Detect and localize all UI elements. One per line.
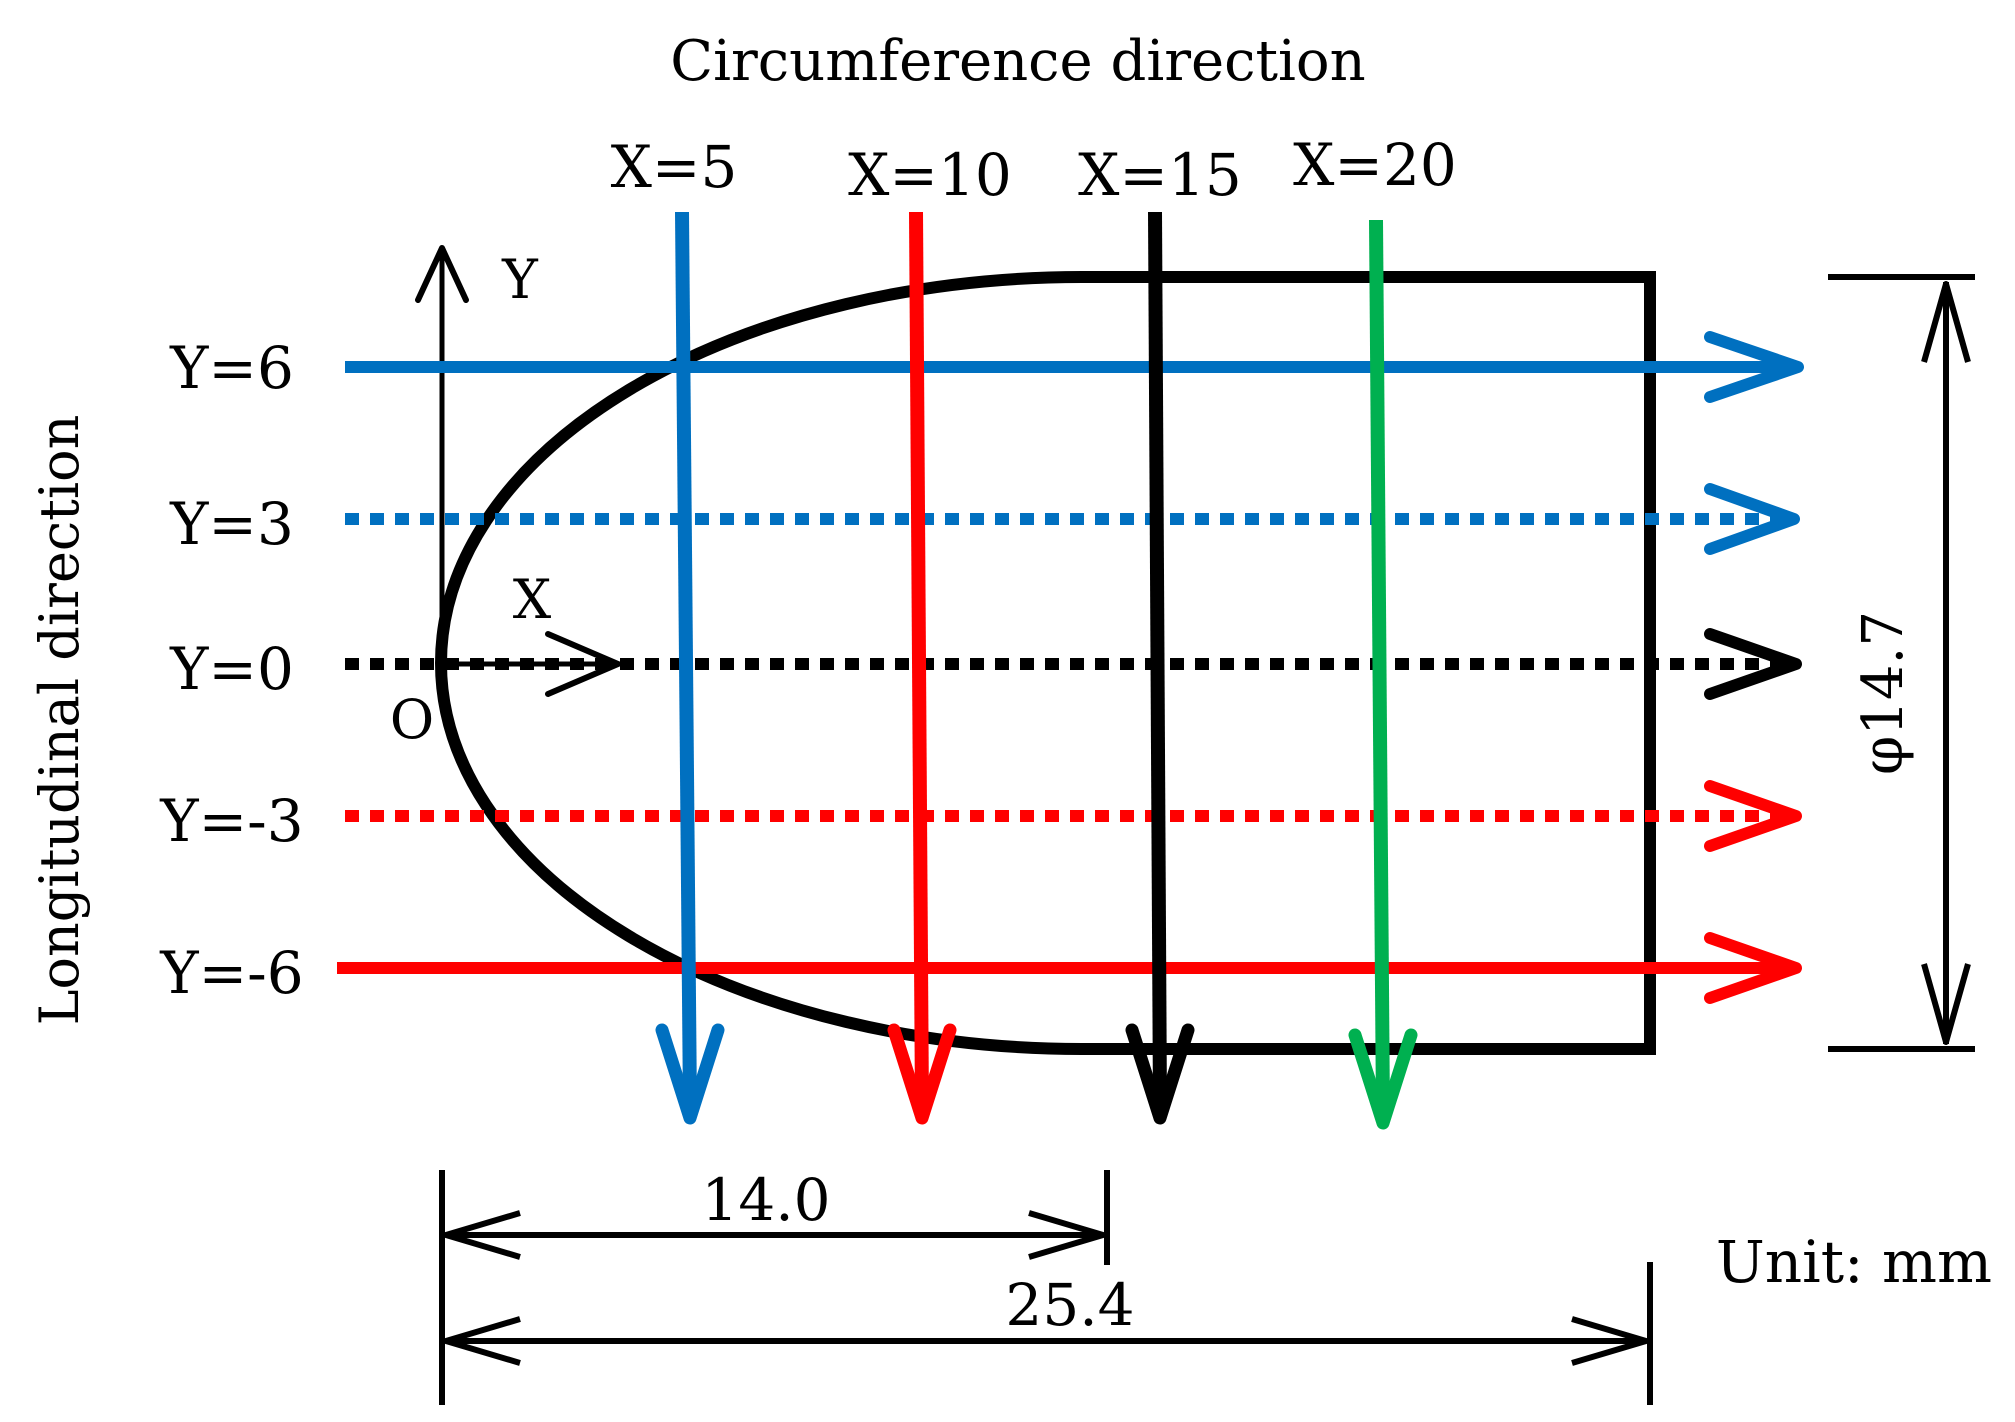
x-axis-arrowhead (545, 631, 621, 697)
label-y3: Y=3 (169, 490, 294, 558)
origin-label: O (390, 688, 434, 751)
hline-y-3-arrowhead (1704, 780, 1802, 852)
specimen-outline (435, 271, 1656, 1055)
vline-x20-arrowhead (1348, 1028, 1418, 1130)
diameter-arrowhead-top (1921, 281, 1971, 363)
side-label: Longitudinal direction (28, 415, 91, 1026)
total-length-arrowhead-right (1571, 1316, 1649, 1366)
nose-length-label: 14.0 (701, 1166, 830, 1234)
vline-x15-arrowhead (1125, 1023, 1195, 1125)
label-y6: Y=6 (169, 334, 294, 402)
length-dimensions: 14.0 25.4 (439, 1166, 1653, 1405)
label-y0: Y=0 (169, 635, 294, 703)
horizontal-lines (337, 331, 1804, 1004)
vertical-line-labels: X=5 X=10 X=15 X=20 (611, 131, 1457, 209)
total-length-arrowhead-left (443, 1316, 521, 1366)
total-length-label: 25.4 (1005, 1271, 1134, 1339)
y-axis-arrowhead (415, 245, 469, 303)
horizontal-line-labels: Y=6 Y=3 Y=0 Y=-3 Y=-6 (159, 334, 303, 1007)
vertical-lines (655, 211, 1418, 1130)
hline-y0-arrowhead (1704, 628, 1802, 700)
label-x10: X=10 (848, 141, 1012, 209)
hline-y3-arrowhead (1704, 483, 1800, 555)
hline-y-6-arrowhead (1704, 932, 1802, 1004)
label-y-6: Y=-6 (159, 939, 303, 1007)
hline-y6-arrowhead (1704, 331, 1804, 403)
nose-length-arrowhead-left (443, 1210, 521, 1260)
vline-x15 (1148, 211, 1167, 1111)
y-axis-label: Y (501, 248, 539, 311)
vline-x5 (675, 211, 697, 1111)
vline-x20 (1369, 219, 1390, 1116)
unit-label: Unit: mm (1716, 1228, 1992, 1296)
label-x15: X=15 (1078, 141, 1242, 209)
label-x20: X=20 (1293, 131, 1457, 199)
vline-x5-arrowhead (655, 1023, 725, 1125)
nose-length-arrowhead-right (1028, 1210, 1106, 1260)
x-axis-label: X (513, 568, 552, 631)
label-x5: X=5 (611, 133, 738, 201)
vline-x10 (909, 211, 929, 1111)
diameter-label: φ14.7 (1851, 611, 1916, 775)
vline-x10-arrowhead (887, 1023, 957, 1125)
diagram-title: Circumference direction (670, 29, 1365, 94)
label-y-3: Y=-3 (159, 787, 303, 855)
diameter-arrowhead-bottom (1921, 963, 1971, 1045)
diameter-dimension: φ14.7 (1828, 274, 1975, 1052)
